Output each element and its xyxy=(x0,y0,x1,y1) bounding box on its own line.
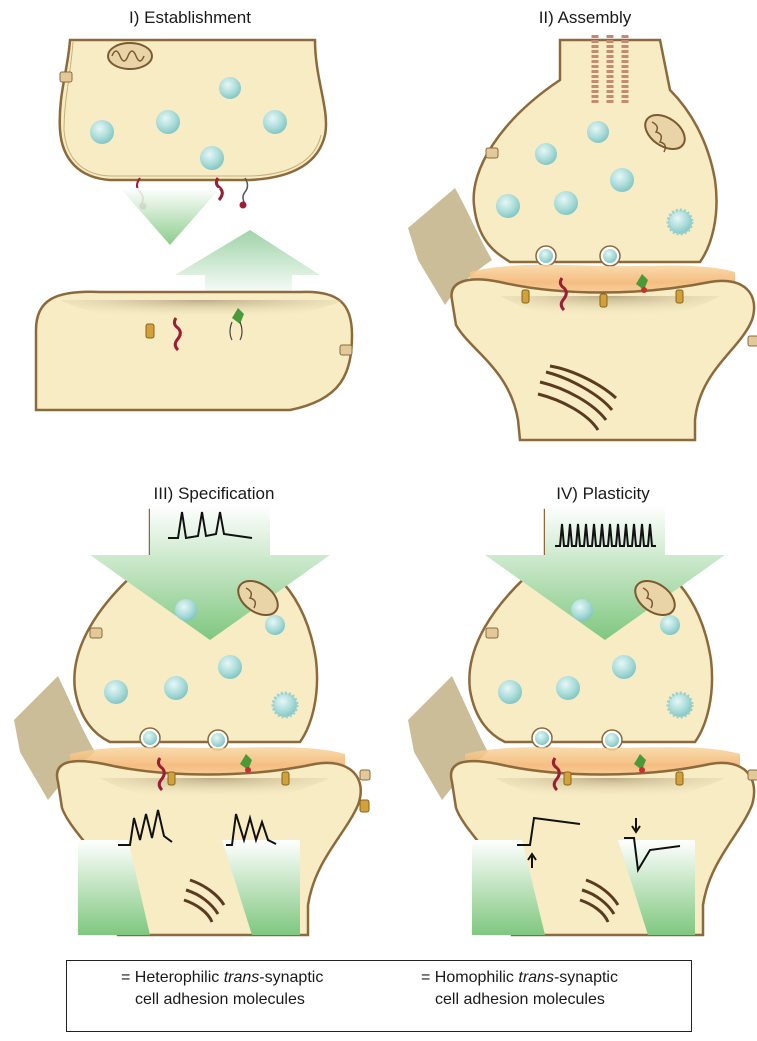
panel-assembly xyxy=(408,35,757,440)
panel-title-specification: III) Specification xyxy=(84,484,344,504)
panel-title-establishment: I) Establishment xyxy=(60,8,320,28)
dense-core-vesicle-icon xyxy=(668,693,692,717)
dense-core-vesicle-icon xyxy=(668,210,692,234)
legend-heterophilic-line1: = Heterophilic trans-synaptic xyxy=(121,967,323,988)
receptor-icon xyxy=(146,324,154,338)
panel-establishment xyxy=(36,40,352,410)
mitochondrion-icon xyxy=(108,43,152,69)
dense-core-vesicle-icon xyxy=(273,693,297,717)
legend-homophilic-line1: = Homophilic trans-synaptic xyxy=(421,967,618,988)
legend-heterophilic-line2: cell adhesion molecules xyxy=(135,989,305,1010)
legend-homophilic-line2: cell adhesion molecules xyxy=(435,989,605,1010)
presynaptic-terminal xyxy=(60,40,326,180)
panel-specification xyxy=(14,505,370,935)
panel-title-plasticity: IV) Plasticity xyxy=(473,484,733,504)
arrow-icon xyxy=(120,188,220,245)
panel-plasticity xyxy=(408,505,757,935)
panel-title-assembly: II) Assembly xyxy=(455,8,715,28)
arrow-icon xyxy=(175,230,320,298)
legend: = Heterophilic trans-synaptic cell adhes… xyxy=(66,960,692,1032)
